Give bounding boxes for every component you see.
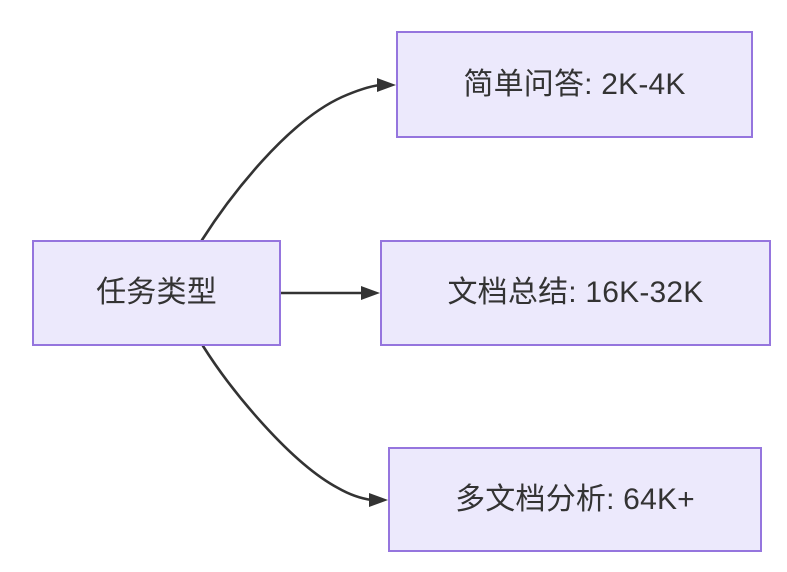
edge-root-to-multi-doc-line (201, 344, 374, 502)
edge-root-to-multi-doc (201, 344, 388, 507)
node-task-type[interactable]: 任务类型 (32, 240, 281, 346)
node-multi-document-analysis[interactable]: 多文档分析: 64K+ (388, 447, 762, 552)
edge-root-to-doc-sum-arrowhead (361, 286, 380, 300)
edge-root-to-multi-doc-arrowhead (369, 493, 388, 507)
node-simple-qa-label: 简单问答: 2K-4K (463, 67, 686, 101)
node-simple-qa[interactable]: 简单问答: 2K-4K (396, 31, 753, 138)
edge-root-to-simple-qa-arrowhead (377, 78, 396, 92)
node-document-summary[interactable]: 文档总结: 16K-32K (380, 240, 771, 346)
node-task-type-label: 任务类型 (96, 276, 217, 309)
node-multi-document-analysis-label: 多文档分析: 64K+ (455, 482, 695, 516)
edge-root-to-simple-qa-line (200, 83, 382, 242)
edge-root-to-simple-qa (200, 78, 396, 242)
edge-root-to-doc-sum (279, 286, 380, 300)
node-document-summary-label: 文档总结: 16K-32K (447, 276, 704, 309)
